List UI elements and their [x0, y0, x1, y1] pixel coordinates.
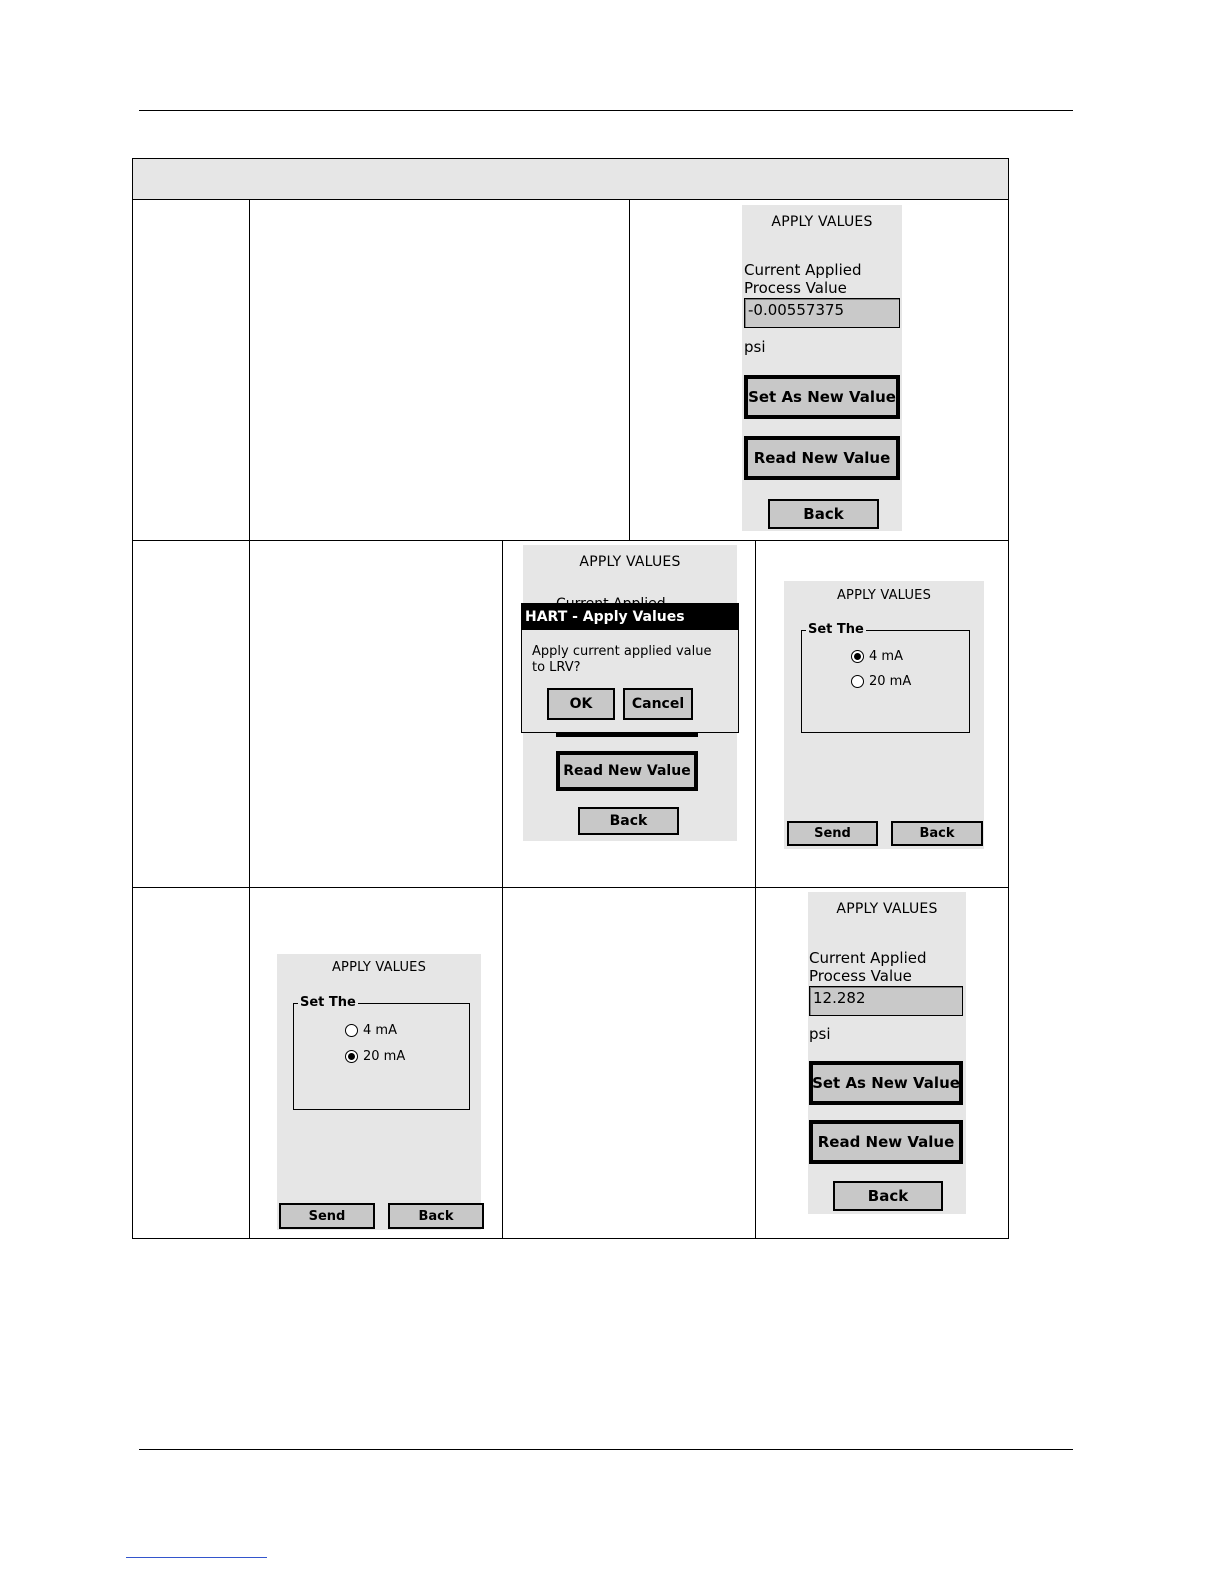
footer-link-underline[interactable]: [126, 1557, 267, 1558]
dialog-message-line2: to LRV?: [532, 660, 581, 675]
row3-step-cell: [132, 887, 250, 1239]
back-button[interactable]: Back: [891, 821, 983, 846]
apply-values-screen-result: APPLY VALUES Current Applied Process Val…: [808, 892, 966, 1214]
send-button[interactable]: Send: [279, 1203, 375, 1229]
row3-set-cell: APPLY VALUES Set The 4 mA 20 mA Send Bac…: [249, 887, 503, 1239]
back-button[interactable]: Back: [833, 1181, 943, 1211]
option-4ma-label: 4 mA: [869, 649, 903, 664]
option-4ma-label: 4 mA: [363, 1023, 397, 1038]
back-button[interactable]: Back: [388, 1203, 484, 1229]
ok-button[interactable]: OK: [547, 688, 615, 720]
label-process-value: Process Value: [809, 967, 912, 985]
row1-description-cell: [249, 199, 630, 541]
process-value-field[interactable]: 12.282: [809, 986, 963, 1016]
apply-values-screen: APPLY VALUES Current Applied Process Val…: [742, 205, 902, 531]
row1-screen-cell: APPLY VALUES Current Applied Process Val…: [629, 199, 1009, 541]
dialog-title: HART - Apply Values: [522, 604, 738, 630]
set-the-screen-4ma: APPLY VALUES Set The 4 mA 20 mA Send Bac…: [784, 581, 984, 849]
set-as-new-value-button[interactable]: Set As New Value: [744, 375, 900, 419]
screen-title: APPLY VALUES: [331, 960, 427, 975]
label-process-value: Process Value: [744, 279, 847, 297]
row2-step-cell: [132, 540, 250, 888]
procedure-table: APPLY VALUES Current Applied Process Val…: [132, 158, 1009, 1239]
back-button[interactable]: Back: [578, 807, 679, 835]
table-header-band: [132, 158, 1009, 200]
apply-values-screen-with-dialog: APPLY VALUES Current Applied Read New Va…: [521, 545, 739, 841]
read-new-value-button[interactable]: Read New Value: [556, 751, 698, 791]
option-4ma[interactable]: 4 mA: [345, 1023, 397, 1038]
unit-label: psi: [809, 1025, 831, 1043]
option-20ma-label: 20 mA: [363, 1049, 406, 1064]
set-the-label: Set The: [298, 995, 358, 1011]
row3-screen-cell: APPLY VALUES Current Applied Process Val…: [755, 887, 1009, 1239]
row2-description-cell: [249, 540, 503, 888]
row3-description-cell: [502, 887, 756, 1239]
radio-empty-icon: [345, 1024, 358, 1037]
label-current-applied: Current Applied: [809, 949, 927, 967]
read-new-value-button[interactable]: Read New Value: [744, 436, 900, 480]
read-new-value-button[interactable]: Read New Value: [809, 1120, 963, 1164]
set-the-screen-20ma: APPLY VALUES Set The 4 mA 20 mA Send Bac…: [277, 954, 484, 1230]
process-value-field[interactable]: -0.00557375: [744, 298, 900, 328]
option-20ma[interactable]: 20 mA: [851, 674, 911, 689]
set-as-new-value-button[interactable]: Set As New Value: [809, 1061, 963, 1105]
send-button[interactable]: Send: [787, 821, 878, 846]
footer-rule: [139, 1449, 1073, 1450]
set-the-group: Set The 4 mA 20 mA: [801, 622, 970, 733]
set-the-group: Set The 4 mA 20 mA: [293, 995, 470, 1110]
set-the-label: Set The: [806, 622, 866, 638]
option-20ma[interactable]: 20 mA: [345, 1049, 405, 1064]
back-button[interactable]: Back: [768, 499, 879, 529]
radio-empty-icon: [851, 675, 864, 688]
option-20ma-label: 20 mA: [869, 674, 912, 689]
radio-selected-icon: [345, 1050, 358, 1063]
row1-step-cell: [132, 199, 250, 541]
row2-set-cell: APPLY VALUES Set The 4 mA 20 mA Send Bac…: [755, 540, 1009, 888]
radio-selected-icon: [851, 650, 864, 663]
row2-dialog-cell: APPLY VALUES Current Applied Read New Va…: [502, 540, 756, 888]
cancel-button[interactable]: Cancel: [623, 688, 693, 720]
dialog-message: Apply current applied value to LRV?: [532, 644, 711, 676]
screen-title: APPLY VALUES: [771, 214, 873, 230]
hart-apply-values-dialog: HART - Apply Values Apply current applie…: [521, 603, 739, 733]
label-current-applied: Current Applied: [744, 261, 862, 279]
unit-label: psi: [744, 338, 766, 356]
header-rule: [139, 110, 1073, 111]
option-4ma[interactable]: 4 mA: [851, 649, 903, 664]
screen-title: APPLY VALUES: [836, 901, 938, 917]
screen-title: APPLY VALUES: [579, 554, 681, 570]
screen-title: APPLY VALUES: [836, 588, 932, 603]
dialog-message-line1: Apply current applied value: [532, 644, 712, 659]
